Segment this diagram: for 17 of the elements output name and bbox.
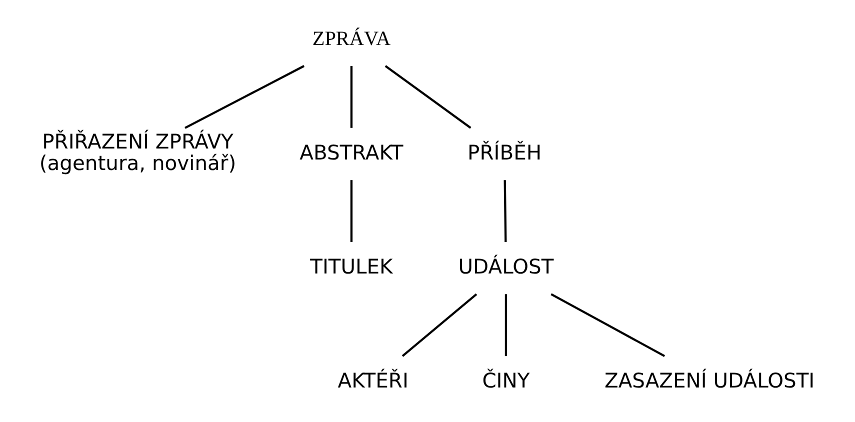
node-text: ABSTRAKT [299,140,403,164]
node-text: ZPRÁVA [312,28,390,50]
connector [503,180,506,242]
node-text: PŘÍBĚH [467,140,542,164]
node-text: ZASAZENÍ UDÁLOSTI [604,368,814,392]
connector [504,294,507,356]
node-text: UDÁLOST [458,254,554,278]
connector [184,65,304,129]
node-text: PŘIŘAZENÍ ZPRÁVY (agentura, novinář) [38,129,236,176]
node-text: ČINY [482,368,530,392]
connector [550,293,665,358]
connector [384,65,471,129]
connector [350,180,352,242]
connector [350,66,352,128]
node-text: TITULEK [310,254,392,278]
node-text: AKTÉŘI [337,368,408,392]
connector [401,293,477,357]
